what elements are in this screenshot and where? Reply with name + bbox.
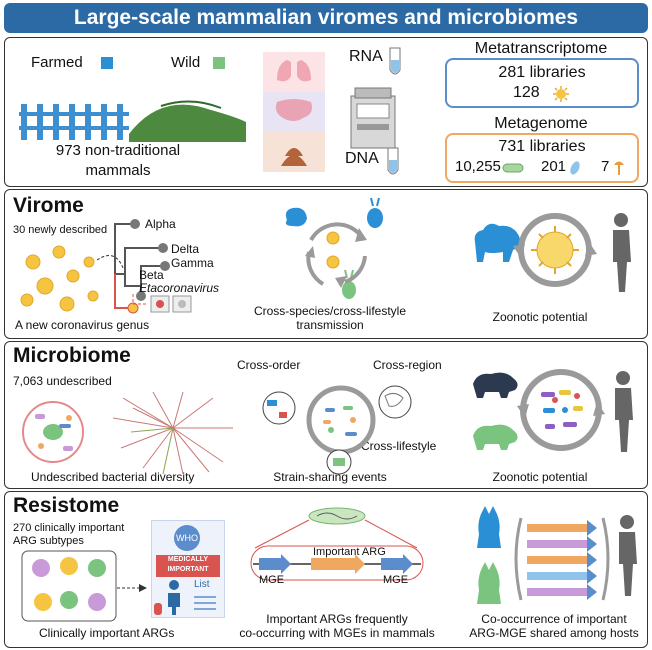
fungi-count: 7 bbox=[601, 158, 610, 175]
resistome-caption-1: Clinically important ARGs bbox=[39, 626, 175, 640]
dna-label: DNA bbox=[345, 150, 379, 167]
microbiome-caption-2: Strain-sharing events bbox=[273, 470, 387, 484]
arg-collection-icon bbox=[21, 550, 117, 622]
mge-left-label: MGE bbox=[259, 574, 285, 586]
sequencer-icon bbox=[350, 87, 396, 149]
dna-tube-icon bbox=[387, 147, 399, 175]
bacterium-icon bbox=[502, 163, 524, 173]
microbiome-panel: Microbiome 7,063 undescribed Undescribed… bbox=[4, 341, 648, 489]
alpha-label: Alpha bbox=[145, 217, 176, 231]
bacterial-diversity-illustration bbox=[22, 391, 233, 475]
resistome-heading: Resistome bbox=[13, 494, 120, 517]
archaeon-icon bbox=[570, 161, 580, 175]
mammals-count-line1: 973 non-traditional bbox=[55, 142, 181, 159]
virome-caption-2-line2: transmission bbox=[296, 318, 364, 332]
resistome-caption-2-line2: co-occurring with MGEs in mammals bbox=[239, 626, 435, 640]
cross-lifestyle-label: Cross-lifestyle bbox=[361, 439, 437, 453]
virome-caption-1: A new coronavirus genus bbox=[15, 318, 150, 332]
farm-landscape-icon bbox=[19, 100, 246, 142]
wild-legend-swatch bbox=[213, 57, 225, 69]
gamma-label: Gamma bbox=[171, 256, 214, 270]
patient-list-icon bbox=[154, 580, 216, 615]
cross-order-label: Cross-order bbox=[237, 358, 301, 372]
delta-label: Delta bbox=[171, 242, 200, 256]
metagenome-box: 731 libraries 10,255 201 7 bbox=[445, 133, 639, 183]
rna-tube-icon bbox=[389, 47, 401, 75]
resistome-caption-2-line1: Important ARGs frequently bbox=[266, 612, 408, 626]
who-badge: WHO bbox=[174, 525, 200, 551]
microbe-zoonosis-diagram bbox=[473, 369, 633, 452]
who-list-document: WHO MEDICALLY IMPORTANT List bbox=[151, 520, 225, 618]
arg-subtypes-line1: 270 clinically important bbox=[13, 522, 125, 534]
virus-zoonosis-diagram bbox=[474, 213, 631, 292]
farmed-label: Farmed bbox=[31, 54, 83, 71]
medically-line2: IMPORTANT bbox=[167, 566, 209, 573]
wild-label: Wild bbox=[171, 54, 201, 71]
metatranscriptome-virus-count: 128 bbox=[513, 84, 540, 101]
metagenome-libraries: 731 libraries bbox=[498, 138, 586, 155]
virus-cluster-icon bbox=[20, 245, 124, 312]
arg-mge-diagram bbox=[250, 507, 424, 581]
resistome-panel: Resistome 270 clinically important ARG s… bbox=[4, 491, 648, 648]
farmed-legend-swatch bbox=[101, 57, 113, 69]
transmission-cycle-diagram bbox=[285, 197, 383, 299]
cross-region-label: Cross-region bbox=[373, 358, 442, 372]
beta-label: Beta bbox=[139, 268, 164, 282]
fungus-icon bbox=[614, 161, 624, 175]
metatranscriptome-title: Metatranscriptome bbox=[474, 40, 608, 57]
medically-line1: MEDICALLY bbox=[167, 556, 209, 563]
metatranscriptome-libraries: 281 libraries bbox=[498, 64, 586, 81]
virion-images-icon bbox=[132, 294, 192, 313]
resistome-caption-3-line2: ARG-MGE shared among hosts bbox=[469, 626, 639, 640]
organ-samples-icon bbox=[263, 52, 325, 172]
mge-right-label: MGE bbox=[383, 574, 409, 586]
arg-subtypes-line2: ARG subtypes bbox=[13, 535, 84, 547]
medically-important-banner: MEDICALLY IMPORTANT bbox=[156, 555, 220, 577]
virome-panel: Virome 30 newly described bbox=[4, 189, 648, 339]
title-banner: Large-scale mammalian viromes and microb… bbox=[4, 3, 648, 33]
resistome-caption-3-line1: Co-occurrence of important bbox=[481, 612, 627, 626]
metatranscriptome-box: 281 libraries 128 bbox=[445, 58, 639, 108]
bacteria-count: 10,255 bbox=[455, 158, 501, 175]
coronavirus-phylogeny-tree bbox=[114, 219, 170, 314]
metagenome-title: Metagenome bbox=[494, 115, 588, 132]
mammals-count-line2: mammals bbox=[85, 162, 151, 179]
microbiome-heading: Microbiome bbox=[13, 344, 131, 367]
microbiome-caption-3: Zoonotic potential bbox=[492, 470, 588, 484]
list-label: List bbox=[194, 579, 210, 590]
virome-caption-2-line1: Cross-species/cross-lifestyle bbox=[253, 304, 407, 318]
archaea-count: 201 bbox=[541, 158, 567, 175]
etacoronavirus-label: Etacoronavirus bbox=[139, 281, 220, 295]
microbiome-caption-1: Undescribed bacterial diversity bbox=[31, 470, 195, 484]
undescribed-count-label: 7,063 undescribed bbox=[13, 374, 112, 388]
dashed-arrow-icon bbox=[117, 584, 147, 592]
rna-label: RNA bbox=[349, 48, 383, 65]
overview-panel: Farmed Wild 973 non-traditional mammals bbox=[4, 37, 648, 187]
important-arg-label: Important ARG bbox=[313, 546, 386, 558]
virome-caption-3: Zoonotic potential bbox=[492, 310, 588, 324]
strain-sharing-diagram bbox=[262, 385, 412, 475]
virome-heading: Virome bbox=[13, 194, 84, 217]
virus-icon bbox=[553, 86, 569, 102]
arg-mge-sharing-diagram bbox=[477, 506, 637, 604]
newly-described-label: 30 newly described bbox=[13, 224, 108, 236]
